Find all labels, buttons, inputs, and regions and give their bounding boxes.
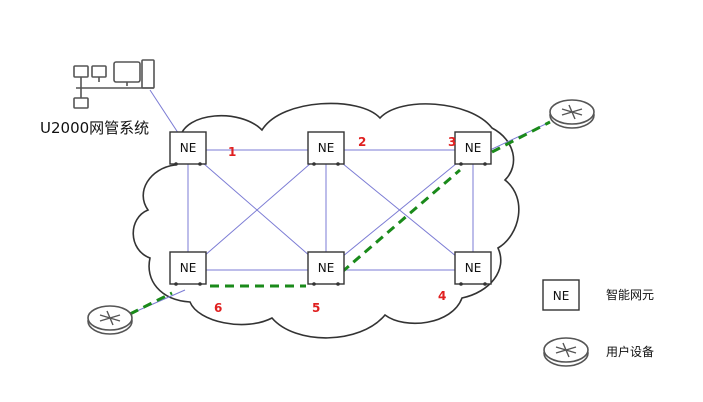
legend-ne-label: 智能网元: [606, 287, 654, 302]
ne-node-number-1: 1: [228, 145, 236, 159]
user-router-left: [87, 305, 133, 335]
ne-node-number-6: 6: [214, 301, 222, 315]
ne-node-label: NE: [318, 261, 335, 275]
user-router-right: [549, 99, 595, 129]
ne-port-dot: [312, 162, 316, 166]
ne-node-label: NE: [180, 141, 197, 155]
service-path-segment-3-user-right: [491, 120, 551, 154]
service-path-segment-user-left-6: [129, 291, 173, 316]
ne-node-box: [169, 251, 207, 285]
ne-node-number-5: 5: [312, 301, 320, 315]
ne-port-dot: [174, 282, 178, 286]
service-path: [129, 120, 551, 316]
service-path-segment-5-3: [341, 168, 461, 274]
ne-node-box: [307, 251, 345, 285]
ne-port-dot: [198, 282, 202, 286]
legend-ne-icon-label: NE: [553, 289, 570, 303]
ne-node-label: NE: [180, 261, 197, 275]
ne-node-1: NE: [169, 131, 207, 166]
legend-user-label: 用户设备: [606, 344, 654, 359]
management-label: U2000网管系统: [40, 119, 149, 137]
ne-node-label: NE: [318, 141, 335, 155]
ne-nodes: NE NE NE NE NE NE: [169, 131, 492, 286]
ne-port-dot: [312, 282, 316, 286]
ne-node-6: NE: [169, 251, 207, 286]
legend: NE 智能网元 用户设备: [542, 279, 654, 367]
ne-node-box: [169, 131, 207, 165]
ne-node-box: [307, 131, 345, 165]
mesh-link-3-5: [325, 149, 474, 271]
ne-node-box: [454, 251, 492, 285]
mesh-links: [187, 149, 474, 271]
ne-port-dot: [459, 162, 463, 166]
ne-node-3: NE: [454, 131, 492, 166]
ne-port-dot: [198, 162, 202, 166]
ne-node-4: NE: [454, 251, 492, 286]
node-numbers: 1 2 3 4 5 6: [214, 135, 456, 315]
ne-node-label: NE: [465, 141, 482, 155]
router-icon: [543, 337, 589, 367]
ne-port-dot: [336, 282, 340, 286]
ne-port-dot: [174, 162, 178, 166]
ne-port-dot: [459, 282, 463, 286]
legend-item-user-device: 用户设备: [543, 337, 654, 367]
ne-node-5: NE: [307, 251, 345, 286]
ne-node-2: NE: [307, 131, 345, 166]
ne-node-number-3: 3: [448, 135, 456, 149]
ne-port-dot: [483, 162, 487, 166]
user-link-left: [129, 289, 186, 315]
legend-item-ne: NE 智能网元: [542, 279, 654, 311]
ne-node-label: NE: [465, 261, 482, 275]
ne-port-dot: [336, 162, 340, 166]
ne-port-dot: [483, 282, 487, 286]
ne-node-number-2: 2: [358, 135, 366, 149]
ne-node-number-4: 4: [438, 289, 446, 303]
ne-node-box: [454, 131, 492, 165]
mesh-link-2-6: [187, 149, 327, 271]
network-management-workstations-icon: [73, 59, 155, 109]
